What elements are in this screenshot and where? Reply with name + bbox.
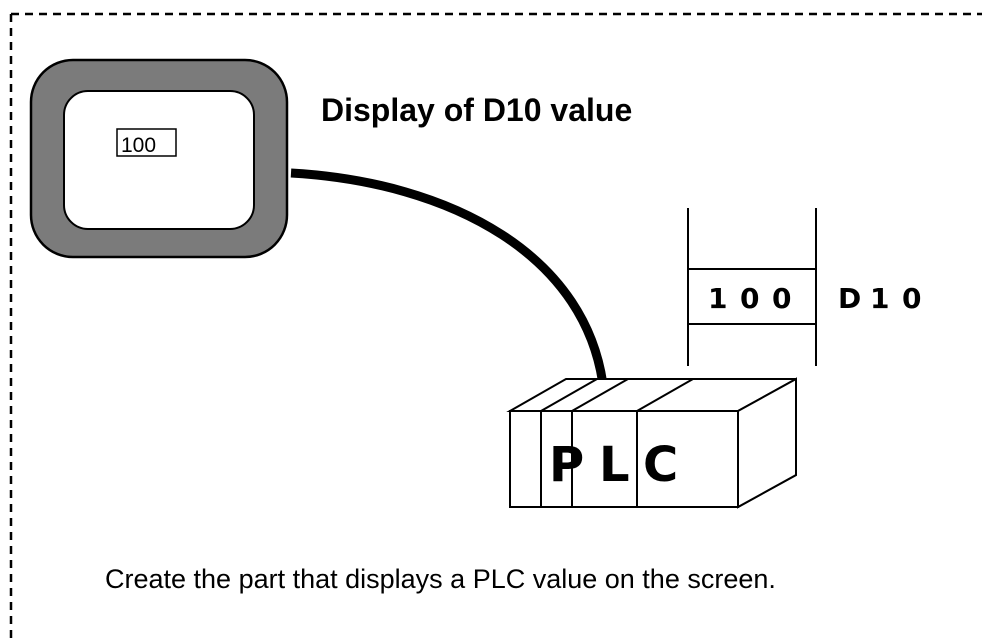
diagram-caption: Create the part that displays a PLC valu… xyxy=(105,564,776,594)
plc-unit-icon xyxy=(506,377,797,509)
plc-label-letter: L xyxy=(599,437,630,493)
hmi-monitor-icon: 100 xyxy=(29,58,289,259)
register-value: 1 0 0 xyxy=(708,282,791,315)
diagram-title: Display of D10 value xyxy=(321,92,632,128)
register-name: D 1 0 xyxy=(838,282,921,315)
plc-module-dividers xyxy=(540,378,694,507)
connection-cable xyxy=(290,168,609,394)
dashed-frame xyxy=(9,12,982,639)
plc-side-face xyxy=(737,377,797,509)
register-value-digit: 0 xyxy=(772,282,791,315)
screen-value-box xyxy=(116,128,177,157)
plc-label-letter: P xyxy=(549,437,584,493)
screen-value-text: 100 xyxy=(121,134,156,157)
plc-front-face xyxy=(509,410,739,508)
monitor-screen xyxy=(63,90,255,230)
register-name-char: 1 xyxy=(870,282,889,315)
register-name-char: D xyxy=(838,282,861,315)
register-name-char: 0 xyxy=(902,282,921,315)
plc-label-letter: C xyxy=(643,437,678,493)
d10-register xyxy=(687,208,817,366)
register-value-digit: 1 xyxy=(708,282,727,315)
register-value-digit: 0 xyxy=(740,282,759,315)
